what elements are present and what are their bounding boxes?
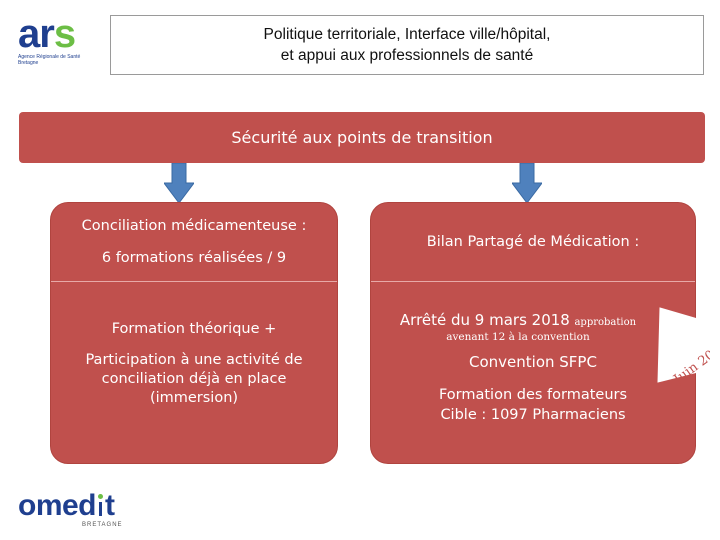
title-line-2: et appui aux professionnels de santé [280, 47, 534, 64]
ars-wordmark: ars [18, 12, 76, 56]
formation-formateurs: Formation des formateurs Cible : 1097 Ph… [438, 387, 628, 423]
convention-line: Convention SFPC [469, 353, 597, 371]
arrete-line: Arrêté du 9 mars 2018 approbation [399, 311, 637, 329]
avenant-line: avenant 12 à la convention [446, 331, 590, 343]
panel-divider [51, 281, 337, 282]
title-line-1: Politique territoriale, Interface ville/… [263, 26, 551, 43]
ars-region: Bretagne [18, 60, 39, 66]
bilan-heading: Bilan Partagé de Médication : [426, 234, 640, 250]
conciliation-panel: Conciliation médicamenteuse : 6 formatio… [50, 202, 338, 464]
participation-text: Participation à une activité de concilia… [85, 352, 303, 406]
transition-banner: Sécurité aux points de transition [19, 112, 705, 163]
omedit-pin-icon [97, 493, 104, 516]
slide-title: Politique territoriale, Interface ville/… [110, 15, 704, 75]
panel-divider [371, 281, 695, 282]
banner-label: Sécurité aux points de transition [231, 128, 493, 147]
omedit-region: BRETAGNE [82, 522, 123, 528]
formation-theorique: Formation théorique + [111, 321, 277, 337]
arrow-down-right-icon [512, 163, 542, 203]
conciliation-heading: Conciliation médicamenteuse : [81, 218, 307, 234]
ars-subtitle: Agence Régionale de Santé [18, 54, 81, 60]
arrow-down-left-icon [164, 163, 194, 203]
ars-logo: ars Agence Régionale de Santé Bretagne [18, 14, 110, 70]
bilan-panel: Bilan Partagé de Médication : Arrêté du … [370, 202, 696, 464]
formations-count: 6 formations réalisées / 9 [101, 250, 287, 266]
juin-2018-stamp: Juin 2018 [657, 307, 710, 388]
